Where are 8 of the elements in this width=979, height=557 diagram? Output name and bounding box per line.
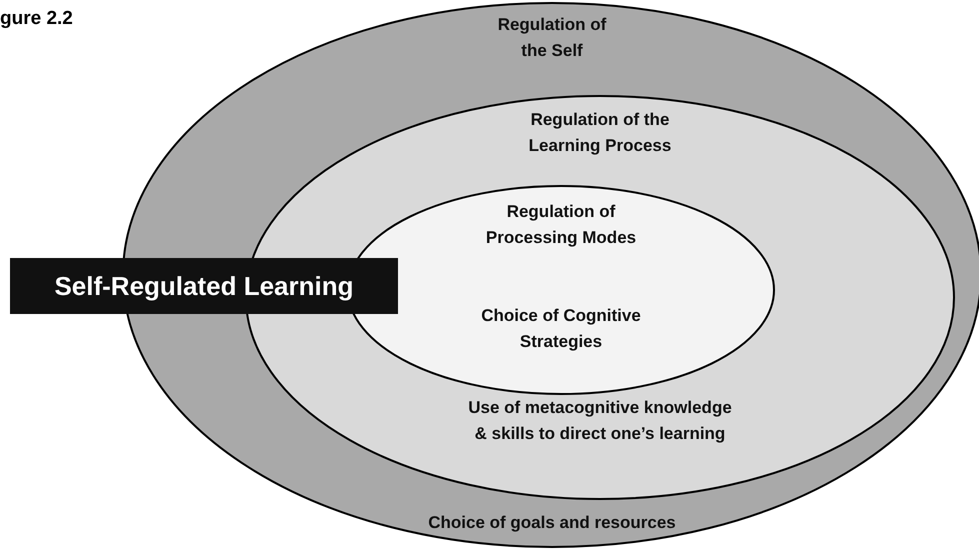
ring-label: Choice of Cognitive Strategies <box>480 305 642 353</box>
ring-label: Regulation of the Self <box>496 14 608 62</box>
ring-label: Use of metacognitive knowledge & skills to direct one’s learning <box>467 397 733 445</box>
ring-label: Choice of goals and resources <box>427 512 677 534</box>
ring-label: Regulation of Processing Modes <box>484 201 638 249</box>
ring-label: Regulation of the Learning Process <box>528 109 672 157</box>
label-box: Self-Regulated Learning <box>10 258 398 314</box>
figure-title: gure 2.2 <box>0 8 73 30</box>
